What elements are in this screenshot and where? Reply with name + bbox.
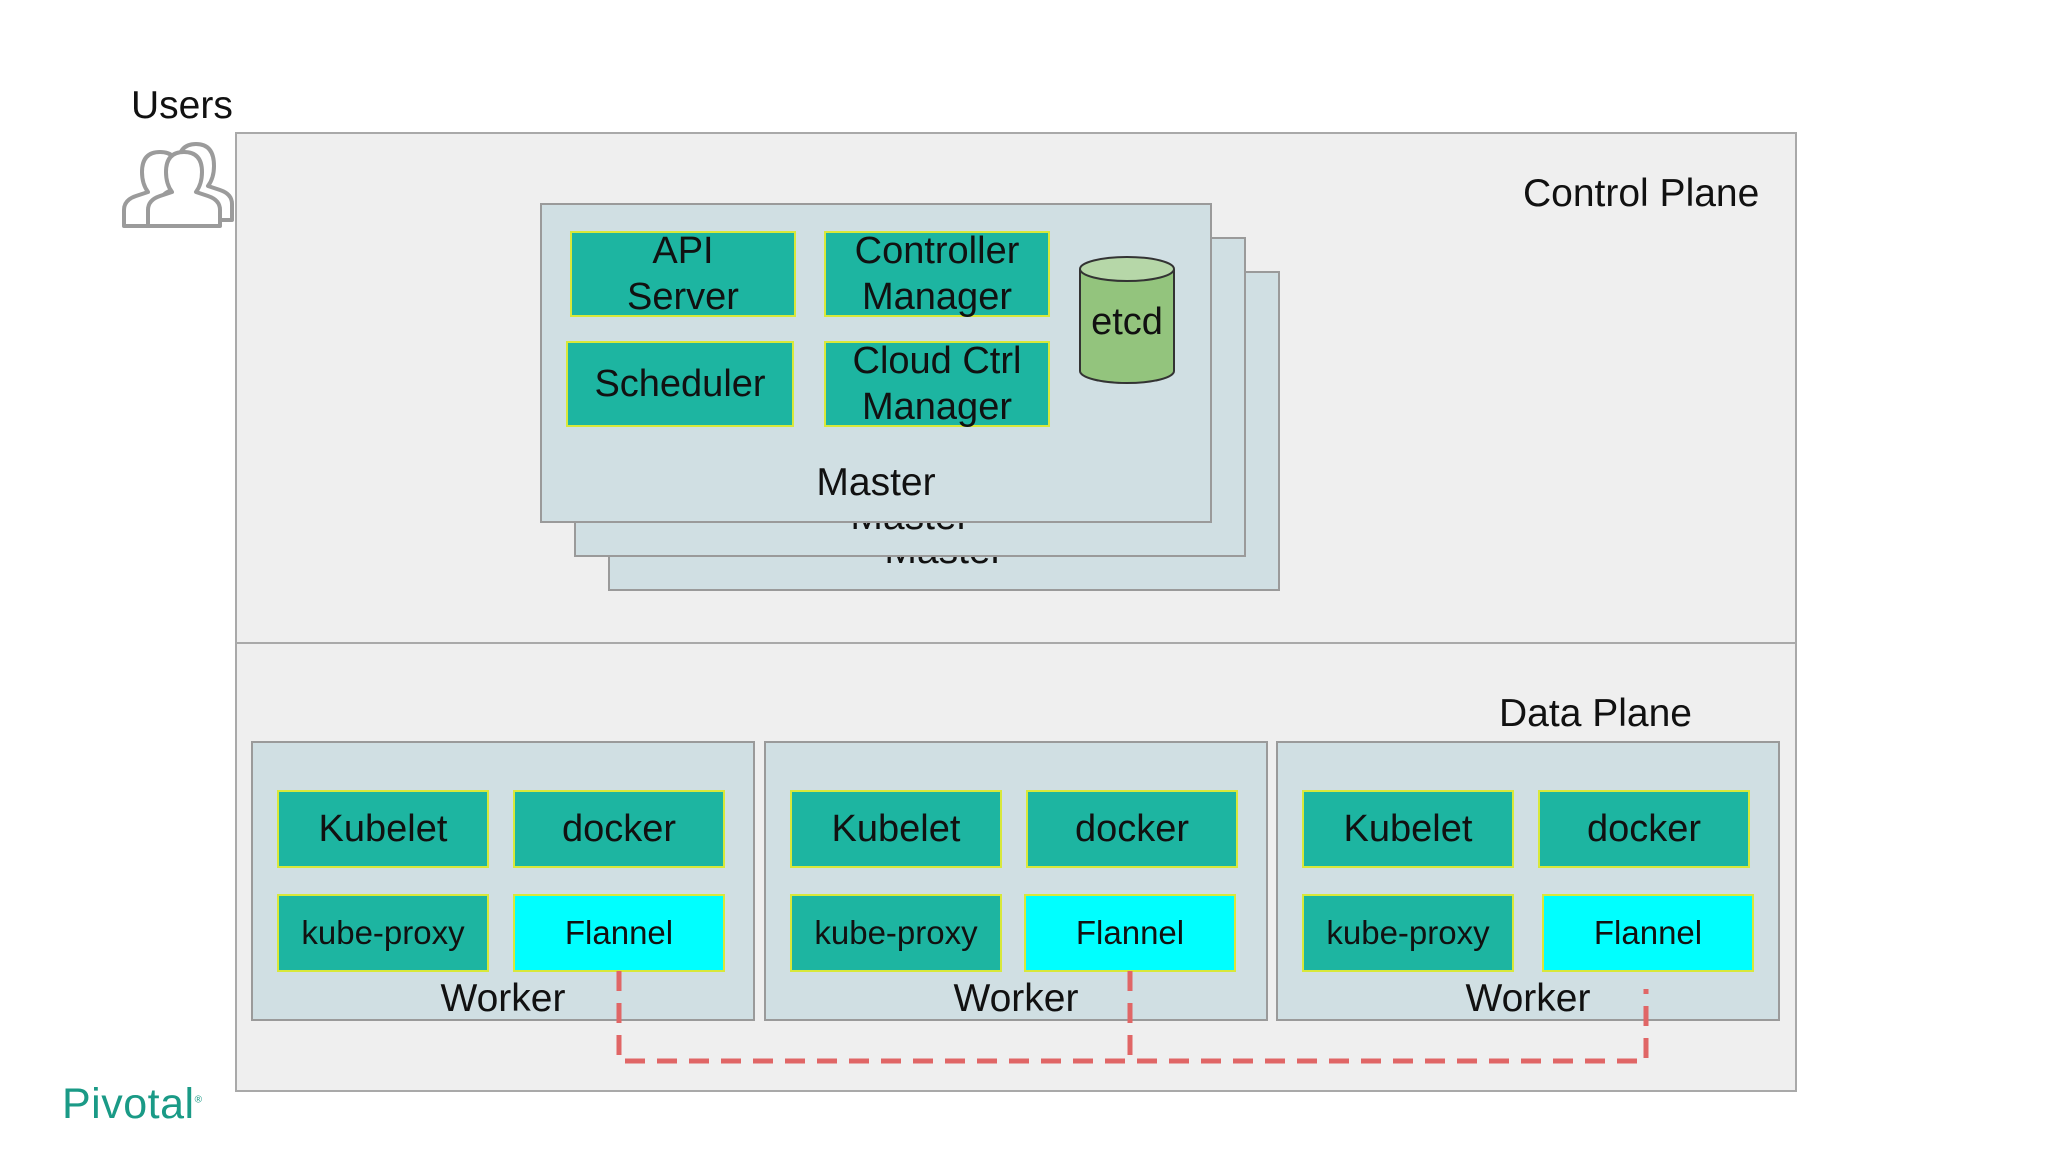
- kube-proxy: kube-proxy: [790, 894, 1002, 972]
- worker-label: Worker: [953, 977, 1079, 1020]
- docker: docker: [1538, 790, 1750, 868]
- kube-proxy: kube-proxy: [277, 894, 489, 972]
- docker: docker: [1026, 790, 1238, 868]
- worker-label: Worker: [1465, 977, 1591, 1020]
- users-icon: [122, 142, 234, 228]
- database-icon: [1079, 256, 1175, 384]
- cloud-ctrl-manager: Cloud Ctrl Manager: [824, 340, 1050, 428]
- logo-text: Pivotal: [62, 1080, 195, 1128]
- scheduler: Scheduler: [566, 341, 794, 427]
- worker-label: Worker: [440, 977, 566, 1020]
- controller-manager: Controller Manager: [824, 230, 1050, 318]
- kubelet: Kubelet: [790, 790, 1002, 868]
- pivotal-logo: Pivotal®: [62, 1080, 203, 1128]
- flannel: Flannel: [513, 894, 725, 972]
- etcd-database: etcd: [1078, 255, 1176, 385]
- flannel: Flannel: [1542, 894, 1754, 972]
- master-label: Master: [816, 461, 936, 504]
- etcd-label: etcd: [1091, 301, 1163, 343]
- master-node-front: API Server Controller Manager Scheduler …: [540, 203, 1212, 523]
- api-server: API Server: [570, 230, 796, 318]
- worker-node-3: Kubelet docker kube-proxy Flannel Worker: [1276, 741, 1780, 1021]
- users-label: Users: [131, 84, 233, 127]
- worker-node-2: Kubelet docker kube-proxy Flannel Worker: [764, 741, 1268, 1021]
- kubelet: Kubelet: [1302, 790, 1514, 868]
- flannel: Flannel: [1024, 894, 1236, 972]
- kubelet: Kubelet: [277, 790, 489, 868]
- docker: docker: [513, 790, 725, 868]
- control-plane-label: Control Plane: [1523, 172, 1760, 215]
- worker-node-1: Kubelet docker kube-proxy Flannel Worker: [251, 741, 755, 1021]
- data-plane-label: Data Plane: [1499, 692, 1692, 735]
- kube-proxy: kube-proxy: [1302, 894, 1514, 972]
